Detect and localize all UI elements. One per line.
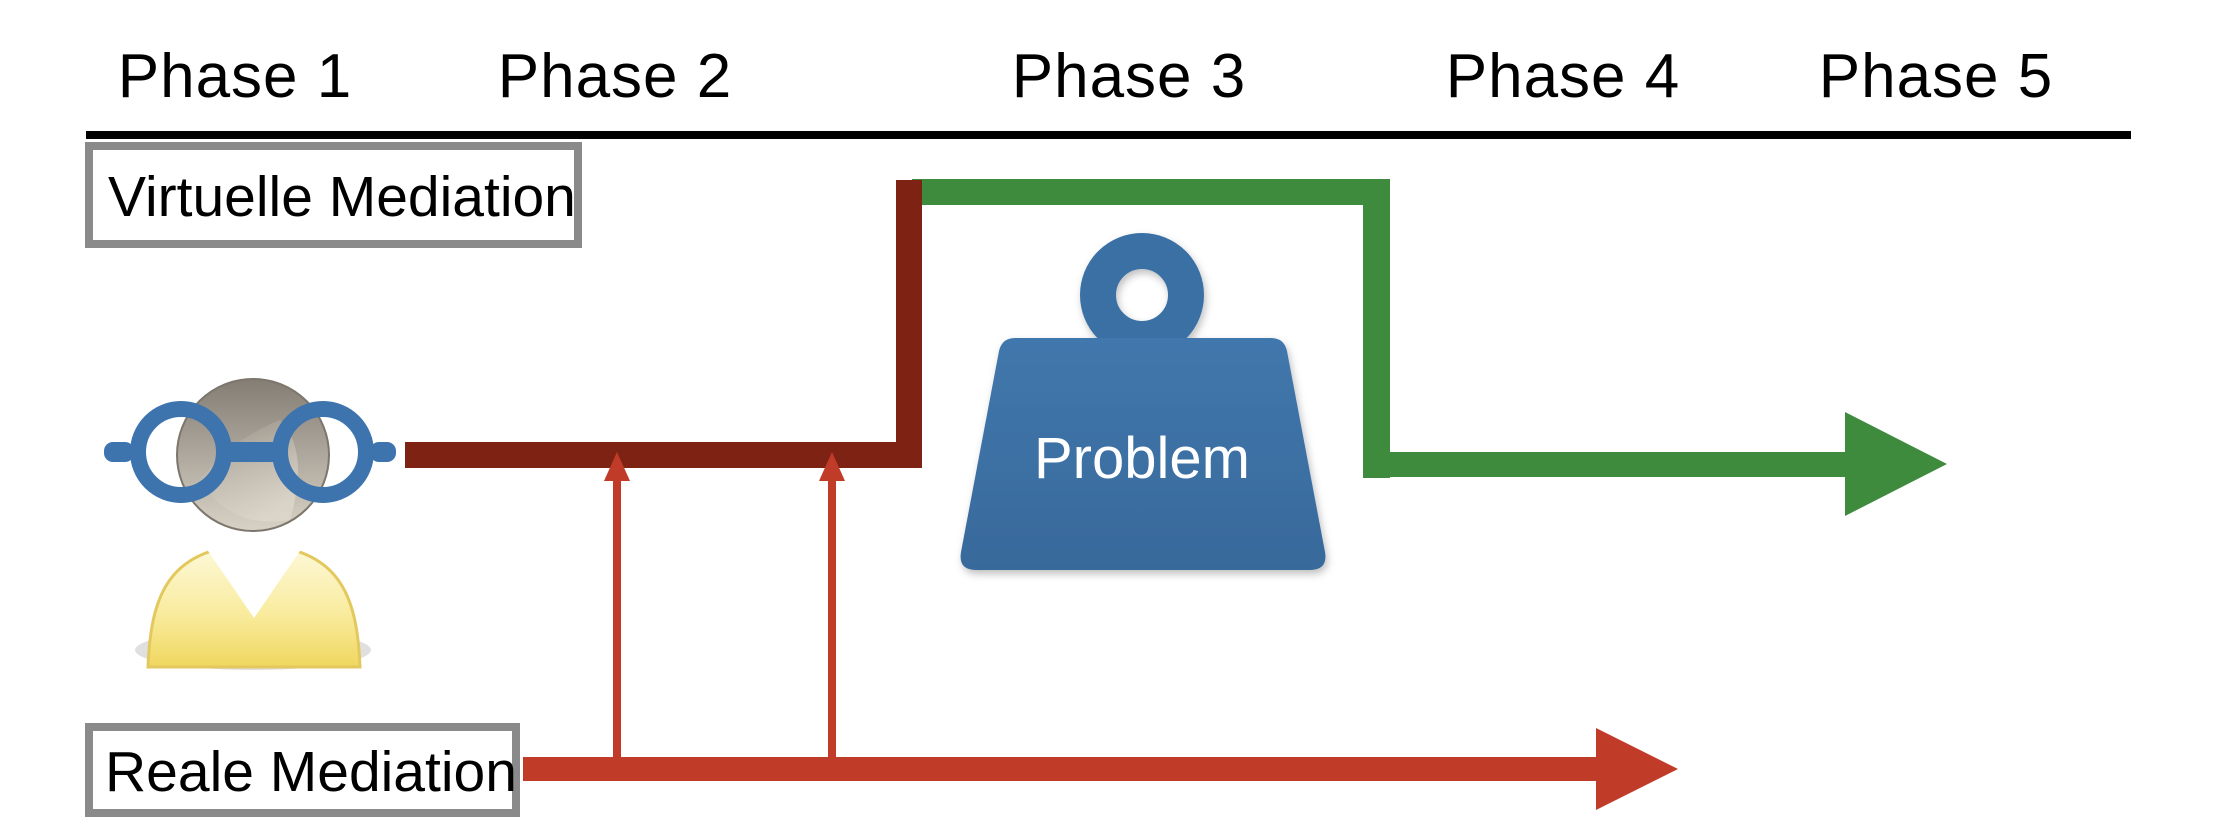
- virtual-mediation-box-border: [85, 142, 582, 248]
- glasses-right-lens: [272, 401, 374, 503]
- phase-divider-line: [86, 131, 2131, 139]
- link-arrow-2: [819, 452, 845, 757]
- real-mediation-box: Reale Mediation: [85, 723, 520, 817]
- real-mediation-box-border: [85, 723, 520, 817]
- glasses-left-lens: [130, 401, 232, 503]
- red-arrowhead-icon: [1596, 728, 1678, 810]
- phase-4-label: Phase 4: [1446, 42, 1681, 111]
- link-arrow-1-head-icon: [604, 452, 630, 481]
- glasses-left-arm: [104, 442, 134, 462]
- glasses-right-arm: [370, 442, 396, 462]
- weight-body: [960, 338, 1326, 570]
- person-collar: [206, 536, 302, 618]
- weight-handle-ring: [1080, 233, 1204, 357]
- link-arrow-2-shaft: [828, 478, 836, 757]
- phase-2-label: Phase 2: [498, 42, 733, 111]
- real-path-arrow: [523, 728, 1678, 810]
- green-forward-segment: [1363, 452, 1845, 477]
- maroon-vertical-segment: [896, 180, 922, 468]
- maroon-horizontal-segment: [405, 442, 922, 468]
- green-down-segment: [1363, 179, 1390, 478]
- mediator-person-with-glasses-icon: [104, 378, 396, 670]
- virtual-mediation-box: Virtuelle Mediation: [85, 142, 582, 248]
- glasses-bridge: [226, 442, 278, 462]
- phase-header: Phase 1 Phase 2 Phase 3 Phase 4 Phase 5: [86, 42, 2131, 139]
- problem-label: Problem: [1034, 426, 1250, 491]
- virtual-path-future-arrow: [912, 179, 1947, 516]
- link-arrow-1-shaft: [613, 478, 621, 757]
- green-arrowhead-icon: [1845, 412, 1947, 516]
- link-arrow-2-head-icon: [819, 452, 845, 481]
- phase-3-label: Phase 3: [1012, 42, 1247, 111]
- link-arrow-1: [604, 452, 630, 757]
- real-mediation-label: Reale Mediation: [105, 740, 517, 804]
- phase-5-label: Phase 5: [1819, 42, 2054, 111]
- virtual-mediation-label: Virtuelle Mediation: [108, 165, 576, 229]
- red-line-segment: [523, 757, 1596, 781]
- real-to-virtual-link-arrows: [604, 452, 845, 757]
- phase-1-label: Phase 1: [118, 42, 353, 111]
- green-top-segment: [912, 179, 1390, 205]
- glasses-icon: [104, 401, 396, 503]
- problem-weight-icon: Problem: [960, 233, 1326, 570]
